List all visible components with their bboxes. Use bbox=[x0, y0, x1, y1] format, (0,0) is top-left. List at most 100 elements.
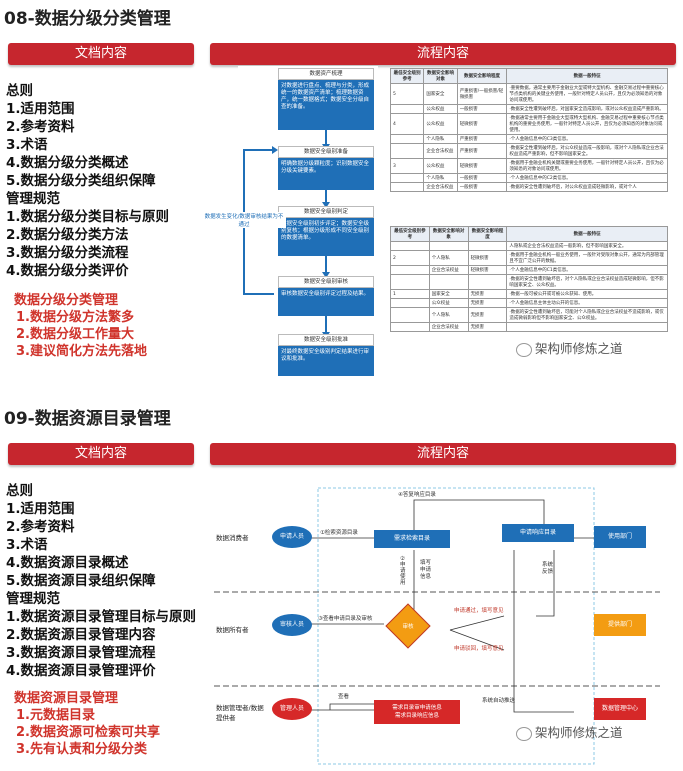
node-use-dept: 使用部门 bbox=[594, 526, 646, 548]
highlight-title: 数据资源目录管理 bbox=[14, 691, 119, 706]
flow1-step-head: 数据安全级别审核 bbox=[278, 276, 374, 288]
outline-item: 1.适用范围 bbox=[6, 101, 75, 117]
swimlane-label: 数据所有者 bbox=[216, 626, 249, 634]
label-answer: ④答复响应目录 bbox=[398, 492, 436, 498]
table-cell: 1 bbox=[390, 289, 430, 299]
flow1-step-head: 数据资产梳理 bbox=[278, 68, 374, 80]
swimlane-label: 数据管理者/数据提供者 bbox=[216, 704, 264, 722]
flow1-step-body: 对最终数据安全级别判定结果进行审议和批准。 bbox=[278, 346, 374, 376]
section2-doc-bar: 文档内容 bbox=[8, 443, 194, 465]
outline-item: 3.术语 bbox=[6, 537, 48, 553]
table-cell: 轻微损害 bbox=[456, 158, 508, 174]
table-header-cell: 最低安全级别参考 bbox=[390, 226, 430, 242]
outline-item: 3.数据资源目录管理流程 bbox=[6, 645, 156, 661]
table-cell bbox=[428, 241, 469, 251]
section2-flowchart: 数据消费者数据所有者数据管理者/数据提供者 申请人员 需求检索目录 申请响应目录… bbox=[214, 474, 660, 766]
table-cell: ·数据一般可被公开或可被公众获知、使用。 bbox=[506, 289, 668, 299]
table-cell: 公众权益 bbox=[428, 298, 469, 308]
table-cell: 公众权益 bbox=[423, 113, 458, 135]
flow1-step-head: 数据安全级别判定 bbox=[278, 206, 374, 218]
table-cell: ·重要数据，通常主要用于金融业大型或特大型机构、金融交易过程中重要核心节点类机构… bbox=[506, 83, 668, 105]
table-cell bbox=[389, 182, 425, 192]
outline-item: 1.数据资源目录管理目标与原则 bbox=[6, 609, 197, 625]
outline-item: 5.数据分级分类组织保障 bbox=[6, 173, 156, 189]
table-header-cell: 数据一般特征 bbox=[506, 68, 668, 84]
table-cell: ·个人金融信息中的C2类信息。 bbox=[506, 173, 668, 183]
table-cell bbox=[467, 241, 508, 251]
table-cell: 3 bbox=[389, 158, 425, 174]
table-cell: ·数据的安全性遭到破坏后，可能对个人隐私或企业合法权益不造成影响，或仅造成微弱影… bbox=[506, 307, 668, 323]
table-cell: ·数据的安全性遭到破坏后，对个人隐私或企业合法权益造成轻微影响，但不影响国家安全… bbox=[506, 274, 668, 290]
table-cell: 轻微损害 bbox=[456, 113, 508, 135]
highlight-item: 3.建议简化方法先落地 bbox=[16, 344, 147, 359]
outline-item: 2.参考资料 bbox=[6, 119, 75, 135]
wechat-icon bbox=[516, 726, 532, 741]
table-cell: 企业合法权益 bbox=[423, 143, 458, 159]
table-header-cell: 数据安全影响对象 bbox=[428, 226, 469, 242]
node-need-catalog: 需求检索目录 bbox=[374, 530, 450, 548]
table-cell: 严重损害/一般损害/轻微损害 bbox=[456, 83, 508, 105]
watermark-text: 架构师修炼之道 bbox=[535, 341, 623, 356]
swimlane-label: 数据消费者 bbox=[216, 534, 249, 542]
section2-watermark: 架构师修炼之道 bbox=[516, 722, 623, 741]
outline-item: 4.数据资源目录管理评价 bbox=[6, 663, 156, 679]
table-cell bbox=[389, 134, 425, 144]
node-manager: 管理人员 bbox=[272, 698, 312, 720]
table-cell: 5 bbox=[389, 83, 425, 105]
table-cell: 无损害 bbox=[467, 322, 508, 332]
node-confirm-catalog: 申请响应目录 bbox=[502, 524, 574, 542]
table-cell: 个人隐私 bbox=[423, 173, 458, 183]
table-cell bbox=[389, 143, 425, 159]
outline-item: 总则 bbox=[6, 83, 33, 99]
node-publish-info: 需求目录审申请信息需求目录响应信息 bbox=[374, 700, 460, 724]
table-row: 个人隐私严重损害·个人金融信息中的C3类信息。 bbox=[389, 134, 668, 144]
table-cell: ·数据通常主要用于金融业大型或特大型机构、金融交易过程中重要核心节点类机构的重要… bbox=[506, 113, 668, 135]
table-row: 个人隐私无损害·数据的安全性遭到破坏后，可能对个人隐私或企业合法权益不造成影响，… bbox=[390, 307, 668, 323]
flow1-loop-label: 数据发生变化/数据审核结果为不通过 bbox=[202, 212, 286, 228]
table-cell: 一般损害 bbox=[456, 173, 508, 183]
table-cell: ·数据安全性遭到破坏后，对国家安全造成影响，或对公众权益造成严重影响。 bbox=[506, 104, 668, 114]
table-header-cell: 数据安全影响程度 bbox=[467, 226, 508, 242]
table-cell bbox=[390, 298, 430, 308]
outline-item: 2.数据资源目录管理内容 bbox=[6, 627, 156, 643]
table-cell: 企业合法权益 bbox=[428, 265, 469, 275]
table-header-cell: 数据安全影响程度 bbox=[456, 68, 508, 84]
table-cell: ·个人金融信息中的C3类信息。 bbox=[506, 134, 668, 144]
highlight-item: 1.数据分级方法繁多 bbox=[16, 310, 134, 325]
highlight-item: 1.元数据目录 bbox=[16, 708, 95, 723]
table-cell: 2 bbox=[390, 250, 430, 266]
table-row: 企业合法权益严重损害·数据安全性遭到破坏后，对公众权益造成一般影响，或对个人隐私… bbox=[389, 143, 668, 159]
table-row: 公众权益无损害·个人金融信息主体主动公开的信息。 bbox=[390, 298, 668, 308]
label-feedback: 系统 反馈 bbox=[542, 562, 554, 575]
table-cell bbox=[390, 307, 430, 323]
node-mgmt-dept: 数据管理中心 bbox=[594, 698, 646, 720]
table-cell bbox=[390, 241, 430, 251]
table-cell: ·数据安全性遭到破坏后，对公众权益造成一般影响，或对个人隐私或企业合法权益造成严… bbox=[506, 143, 668, 159]
table-cell: ·数据的安全性遭到破坏后，对公众权益造成轻微影响，或对个人 bbox=[506, 182, 668, 192]
publish-line: 需求目录审申请信息 bbox=[392, 705, 442, 711]
table-cell: ·个人金融信息中的C1类信息。 bbox=[506, 265, 668, 275]
table-cell: 无损害 bbox=[467, 289, 508, 299]
table-cell: 公众权益 bbox=[423, 104, 458, 114]
label-rejected: 申请驳回，填写意见 bbox=[454, 646, 504, 652]
label-approved: 申请通过，填写意见 bbox=[454, 608, 504, 614]
flow1-step-body: 审核数据安全级别评定过程及结果。 bbox=[278, 288, 374, 316]
label-apply: ② 申 请 使 用 bbox=[400, 556, 406, 586]
table-cell: 企业合法权益 bbox=[428, 322, 469, 332]
table-cell bbox=[389, 104, 425, 114]
node-applicant: 申请人员 bbox=[272, 526, 312, 548]
table-cell: 一般损害 bbox=[456, 104, 508, 114]
section2-title: 09-数据资源目录管理 bbox=[4, 409, 171, 429]
outline-item: 4.数据资源目录概述 bbox=[6, 555, 129, 571]
table-row: 个人隐私一般损害·个人金融信息中的C2类信息。 bbox=[389, 173, 668, 183]
table-cell: 企业合法权益 bbox=[423, 182, 458, 192]
table-cell bbox=[467, 274, 508, 290]
table-cell: 严重损害 bbox=[456, 143, 508, 159]
table-cell: 个人隐私 bbox=[428, 250, 469, 266]
outline-item: 4.数据分级分类评价 bbox=[6, 263, 129, 279]
